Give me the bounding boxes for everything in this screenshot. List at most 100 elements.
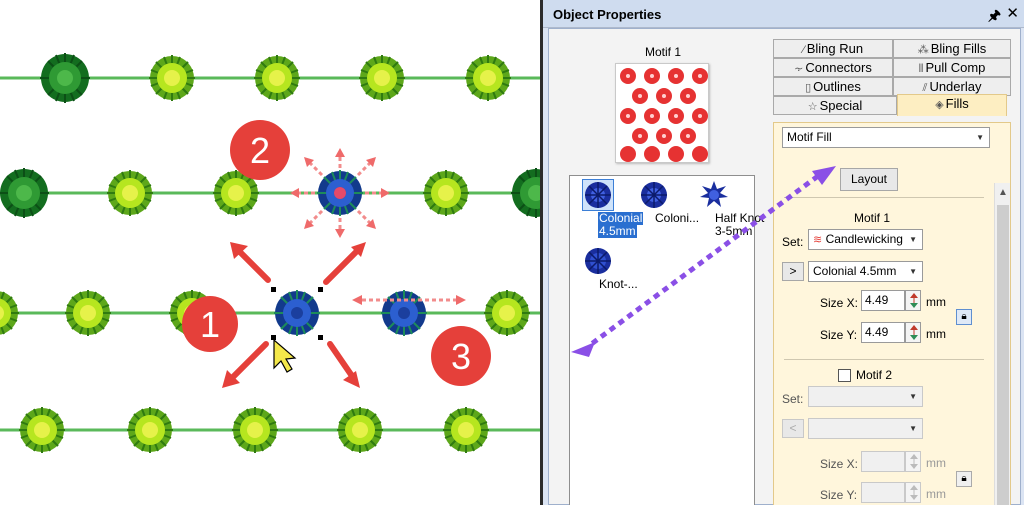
callout-3: 3	[431, 326, 491, 386]
knot-icon	[583, 246, 613, 276]
stitch-list[interactable]: Colonial 4.5mm Coloni... Half Knot 3-5mm	[569, 175, 764, 505]
object-properties-panel: Object Properties 🖈︎ ✕ Motif 1	[540, 0, 1024, 505]
svg-text:1: 1	[200, 304, 220, 345]
underlay-icon: ⫽	[922, 82, 928, 94]
colonial-knot-icon	[639, 180, 669, 210]
svg-text:3: 3	[451, 336, 471, 377]
mm-unit: mm	[926, 327, 946, 341]
chevron-down-icon: ▼	[976, 133, 984, 142]
motif1-size-y-input[interactable]: 4.49	[861, 322, 905, 343]
motif1-size-x-input[interactable]: 4.49	[861, 290, 905, 311]
size-x-spinner[interactable]	[905, 290, 921, 311]
colonial-knot[interactable]	[0, 167, 50, 219]
separator	[784, 359, 984, 360]
colonial-knot[interactable]	[231, 406, 279, 454]
fill-type-dropdown[interactable]: Motif Fill ▼	[782, 127, 990, 148]
panel-title-bar[interactable]: Object Properties 🖈︎ ✕	[543, 0, 1024, 28]
bling-fills-icon: ⁂	[917, 44, 929, 56]
bling-run-icon: ⁄	[802, 44, 805, 56]
motif2-set-label: Set:	[782, 392, 804, 406]
embroidery-canvas[interactable]: 1 2 3	[0, 0, 540, 505]
motif2-size-x-input[interactable]	[861, 451, 905, 472]
motif2-size-y-input[interactable]	[861, 482, 905, 503]
motif1-set-dropdown[interactable]: ≋ Candlewicking ▼	[808, 229, 923, 250]
chevron-down-icon: ▼	[909, 267, 917, 276]
tab-special[interactable]: ☆Special	[773, 96, 897, 115]
stitch-item-colonial-4-5mm[interactable]: Colonial 4.5mm	[570, 179, 644, 238]
special-star-icon: ☆	[807, 101, 818, 113]
colonial-knot[interactable]	[253, 54, 301, 102]
stitch-item-colonial[interactable]: Coloni...	[626, 180, 699, 225]
pull-comp-icon: ⦀	[918, 63, 924, 75]
selected-knot[interactable]	[271, 287, 323, 340]
colonial-knot[interactable]	[18, 406, 66, 454]
mm-unit: mm	[926, 295, 946, 309]
scrollbar-thumb[interactable]	[997, 205, 1009, 505]
connectors-icon: ⸟	[794, 63, 804, 75]
lock-icon[interactable]: 🔒︎	[956, 309, 972, 325]
colonial-knot-offset[interactable]	[380, 289, 428, 337]
offset-arrows	[352, 295, 466, 305]
tab-pull-comp[interactable]: ⦀Pull Comp	[893, 58, 1011, 77]
motif2-stitch-dropdown[interactable]: ▼	[808, 418, 923, 439]
panel-body: Motif 1	[548, 28, 1021, 505]
colonial-knot[interactable]	[336, 406, 384, 454]
mouse-cursor-icon	[273, 338, 297, 373]
chevron-down-icon: ▼	[909, 392, 917, 401]
stitch-item-label: 4.5mm	[598, 224, 637, 238]
motif1-set-label: Set:	[782, 235, 804, 249]
prev-motif-button[interactable]: <	[782, 419, 804, 438]
motif2-checkbox[interactable]	[838, 369, 851, 382]
colonial-knot[interactable]	[39, 52, 91, 104]
pin-icon[interactable]: 🖈︎	[988, 7, 1001, 23]
motif-preview-image	[615, 63, 709, 163]
size-y-spinner[interactable]	[905, 322, 921, 343]
tab-bling-run[interactable]: ⁄Bling Run	[773, 39, 893, 58]
panel-title: Object Properties	[553, 7, 662, 22]
tab-connectors[interactable]: ⸟Connectors	[773, 58, 893, 77]
colonial-knot[interactable]	[510, 167, 540, 219]
size-y-spinner[interactable]	[905, 482, 921, 503]
lock-icon[interactable]: 🔒︎	[956, 471, 972, 487]
svg-text:2: 2	[250, 130, 270, 171]
motif2-size-y-label: Size Y:	[820, 488, 858, 502]
stitch-item-label: 3-5mm	[715, 224, 753, 238]
colonial-knot[interactable]	[126, 406, 174, 454]
fills-tab-page: Motif Fill ▼ Layout Motif 1 Set: ≋ Candl…	[773, 122, 1011, 505]
colonial-knot[interactable]	[106, 169, 154, 217]
chevron-down-icon: ▼	[909, 424, 917, 433]
stitch-item-knot[interactable]: Knot-...	[570, 246, 638, 291]
half-knot-icon	[699, 180, 729, 210]
burst-arrows	[290, 148, 390, 238]
mm-unit: mm	[926, 456, 946, 470]
fills-icon: ◈	[935, 99, 944, 111]
motif2-size-x-label: Size X:	[820, 457, 859, 471]
tab-outlines[interactable]: ▯Outlines	[773, 77, 893, 96]
chevron-up-icon[interactable]: ▲	[998, 187, 1008, 198]
layout-button[interactable]: Layout	[840, 168, 898, 191]
motif1-heading: Motif 1	[854, 211, 891, 225]
motif-preview-title: Motif 1	[645, 45, 682, 59]
colonial-knot[interactable]	[483, 289, 531, 337]
colonial-knot[interactable]	[358, 54, 406, 102]
motif1-size-y-label: Size Y:	[820, 328, 858, 342]
tab-bling-fills[interactable]: ⁂Bling Fills	[893, 39, 1011, 58]
vertical-scrollbar[interactable]: ▲	[994, 183, 1010, 505]
colonial-knot[interactable]	[148, 54, 196, 102]
move-arrows	[222, 242, 366, 388]
colonial-knot[interactable]	[442, 406, 490, 454]
colonial-knot[interactable]	[0, 289, 20, 337]
tab-fills[interactable]: ◈Fills	[897, 94, 1007, 116]
motif1-size-x-label: Size X:	[820, 296, 859, 310]
candlewicking-icon: ≋	[813, 234, 823, 246]
callout-2: 2	[230, 120, 290, 180]
close-icon[interactable]: ✕	[1006, 5, 1019, 22]
colonial-knot[interactable]	[464, 54, 512, 102]
motif2-set-dropdown[interactable]: ▼	[808, 386, 923, 407]
size-x-spinner[interactable]	[905, 451, 921, 472]
colonial-knot[interactable]	[64, 289, 112, 337]
stitch-item-half-knot[interactable]: Half Knot 3-5mm	[682, 180, 764, 238]
motif1-stitch-dropdown[interactable]: Colonial 4.5mm ▼	[808, 261, 923, 282]
next-motif-button[interactable]: >	[782, 262, 804, 281]
colonial-knot[interactable]	[422, 169, 470, 217]
